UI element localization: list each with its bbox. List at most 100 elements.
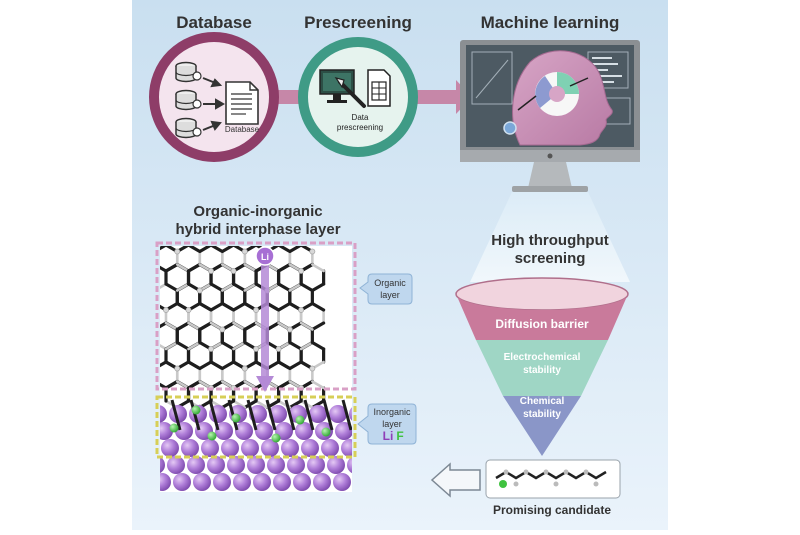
hydrogen-atom xyxy=(241,365,248,372)
bond xyxy=(220,246,235,254)
fluorine-atom xyxy=(321,427,331,437)
bond xyxy=(160,282,168,289)
fluorine-atom xyxy=(231,413,241,423)
computer-monitor xyxy=(460,40,640,192)
bond xyxy=(284,399,296,431)
lithium-atom xyxy=(307,456,325,474)
hydrogen-atom xyxy=(230,268,237,274)
bond xyxy=(277,246,292,254)
bond xyxy=(265,321,281,332)
hydrogen-atom xyxy=(185,307,192,313)
screening-title-line1: High throughput xyxy=(491,232,608,249)
bond xyxy=(288,340,303,351)
lithium-atom xyxy=(287,456,305,474)
monitor-brush-icon xyxy=(319,69,366,108)
bond xyxy=(189,399,201,431)
bond xyxy=(246,399,258,431)
bond xyxy=(266,263,280,273)
bond xyxy=(288,399,303,410)
lithium-atom xyxy=(267,456,285,474)
hydrogen-atom xyxy=(241,248,248,255)
hydrogen-atom xyxy=(208,268,214,274)
lithium-atom xyxy=(335,422,352,440)
bond xyxy=(198,321,213,332)
lithium-atom xyxy=(213,473,231,491)
lithium-atom xyxy=(333,473,351,491)
funnel-label-electrochemical-line2: stability xyxy=(523,365,561,376)
bond xyxy=(243,282,258,292)
funnel-label-chemical-line2: stability xyxy=(523,409,561,420)
bond xyxy=(198,301,213,312)
funnel-level-diffusion xyxy=(456,294,628,340)
bond xyxy=(288,360,303,371)
lithium-atom xyxy=(309,405,327,423)
lithium-atom xyxy=(160,456,165,474)
lithium-atom xyxy=(207,456,225,474)
lithium-atom xyxy=(160,473,171,491)
inorganic-layer-callout xyxy=(357,403,417,445)
lithium-atom xyxy=(221,439,239,457)
bond xyxy=(288,246,303,254)
bond xyxy=(187,341,202,351)
bond xyxy=(186,379,202,390)
lithium-atom xyxy=(269,405,287,423)
bond xyxy=(265,399,277,431)
projection-beam xyxy=(470,192,630,282)
bond xyxy=(276,360,292,371)
lithium-atom xyxy=(160,422,173,440)
bond xyxy=(170,399,182,431)
bond xyxy=(175,321,191,332)
lithium-atom xyxy=(181,439,199,457)
bond xyxy=(164,321,179,331)
li-badge xyxy=(255,246,275,266)
fluorine-atom xyxy=(271,433,281,443)
bond xyxy=(160,344,168,351)
lithium-atom xyxy=(160,405,167,423)
lithium-atom xyxy=(347,456,352,474)
hydrogen-atom xyxy=(298,307,304,313)
organic-layer-outline xyxy=(155,241,357,391)
bond xyxy=(175,340,191,351)
bond xyxy=(175,282,190,292)
bond xyxy=(220,282,235,292)
hydrogen-atom xyxy=(253,307,259,313)
fluorine-atoms xyxy=(169,405,331,443)
bond xyxy=(160,360,168,368)
bond xyxy=(243,263,258,273)
lithium-atom xyxy=(327,456,345,474)
li-badge-label: Li xyxy=(261,252,269,262)
lithium-atom xyxy=(341,439,352,457)
lithium-atom xyxy=(295,422,313,440)
database-document-icon xyxy=(225,81,259,125)
lithium-atom xyxy=(201,439,219,457)
spreadsheet-icon xyxy=(367,69,391,107)
hydrogen-atom xyxy=(286,326,293,333)
inorganic-layer-outline xyxy=(155,395,357,459)
bond xyxy=(254,399,269,409)
lithium-atom xyxy=(235,422,253,440)
lithium-atom xyxy=(321,439,339,457)
lithium-atom xyxy=(167,456,185,474)
bond xyxy=(164,341,179,351)
funnel-level-electrochemical xyxy=(476,340,608,396)
bond xyxy=(186,262,202,273)
organic-label-line1: Organic xyxy=(374,278,406,288)
organic-layer-callout xyxy=(359,273,413,305)
bond xyxy=(276,282,292,293)
bond xyxy=(310,301,326,312)
bond xyxy=(160,265,168,273)
bond xyxy=(265,301,281,312)
lithium-atom xyxy=(233,473,251,491)
connector-prescreen-ml xyxy=(408,90,458,104)
bond xyxy=(299,341,314,351)
funnel-level-chemical xyxy=(503,396,581,456)
hydrogen-atom xyxy=(163,307,169,313)
bond xyxy=(175,263,190,273)
bond xyxy=(232,399,247,409)
bond xyxy=(232,341,247,351)
screening-funnel xyxy=(455,277,629,456)
lithium-atom xyxy=(187,456,205,474)
funnel-label-chemical-line1: Chemical xyxy=(520,396,565,407)
bond xyxy=(198,246,213,254)
funnel-rim xyxy=(455,277,629,311)
